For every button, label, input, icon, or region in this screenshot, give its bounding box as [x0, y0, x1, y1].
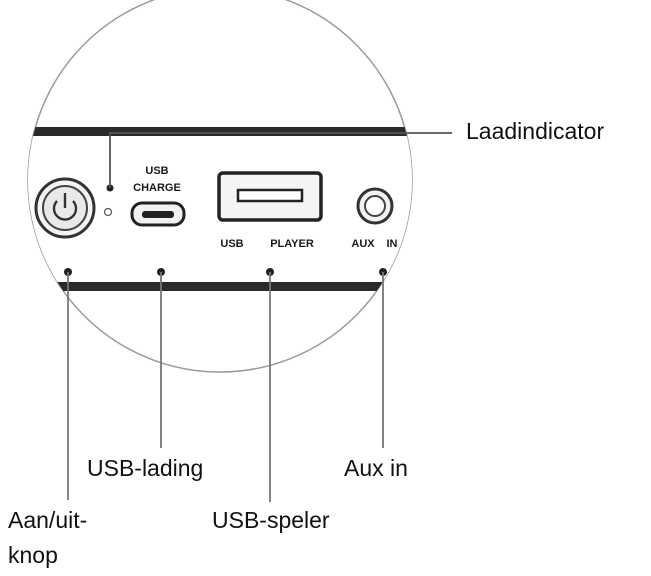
panel-bottom-edge: [28, 282, 412, 291]
callout-usb-charging: USB-lading: [87, 455, 204, 481]
usb-player-label-player: PLAYER: [270, 238, 314, 250]
aux-label-aux: AUX: [351, 238, 375, 250]
usb-player-port: [217, 171, 323, 222]
callout-usb-player: USB-speler: [212, 507, 330, 533]
callout-power-button-line2: knop: [8, 542, 58, 568]
panel-top-edge: [28, 127, 412, 136]
callout-charge-indicator: Laadindicator: [466, 118, 605, 144]
callout-power-button-line1: Aan/uit-: [8, 507, 88, 533]
leader-line-charge-indicator: [109, 132, 452, 188]
aux-label-in: IN: [387, 238, 398, 250]
usb-charge-label-bottom: CHARGE: [133, 182, 181, 194]
usb-player-label-usb: USB: [220, 238, 243, 250]
usb-charge-label-top: USB: [145, 165, 168, 177]
power-button: [34, 177, 96, 239]
aux-in-jack: [356, 187, 394, 225]
charge-indicator-led: [103, 207, 113, 217]
power-icon: [52, 193, 78, 221]
callout-aux-in: Aux in: [344, 455, 408, 481]
usb-charge-port: [130, 201, 186, 227]
